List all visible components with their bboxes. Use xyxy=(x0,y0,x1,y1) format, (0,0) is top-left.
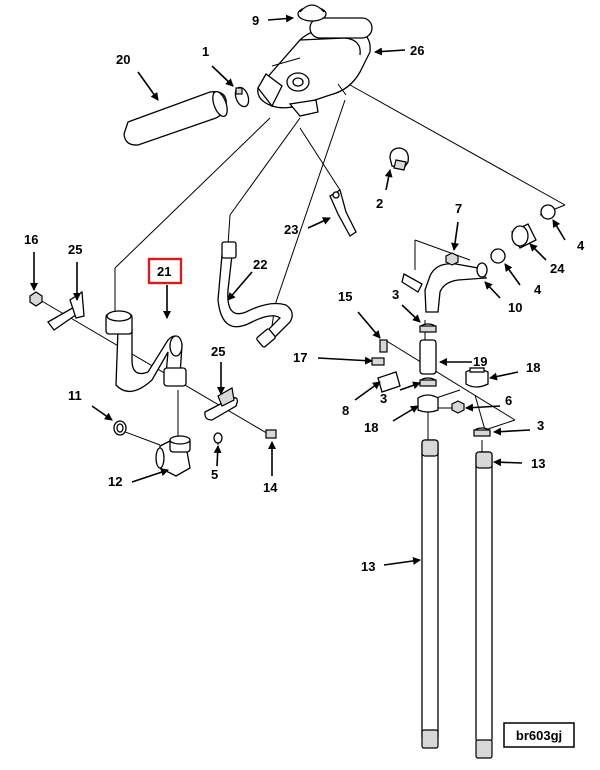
oring-5 xyxy=(213,432,223,444)
callout-2: 2 xyxy=(376,196,383,211)
callout-13-right: 13 xyxy=(531,456,545,471)
callout-4-lower: 4 xyxy=(534,282,542,297)
hose-19 xyxy=(419,339,437,375)
tube-13-left xyxy=(421,439,439,749)
clamp-3-mid xyxy=(419,377,437,387)
clamp-1 xyxy=(234,86,250,108)
callout-24: 24 xyxy=(550,261,565,276)
bracket-25-lower xyxy=(204,387,238,421)
oring-11 xyxy=(113,420,127,436)
callout-4-upper: 4 xyxy=(577,238,585,253)
callout-8: 8 xyxy=(342,403,349,418)
callout-7: 7 xyxy=(455,201,462,216)
callout-arrows xyxy=(30,14,566,566)
callout-3-upper: 3 xyxy=(392,287,399,302)
hose-22 xyxy=(217,241,293,348)
callout-23: 23 xyxy=(284,222,298,237)
callout-25-left: 25 xyxy=(68,242,82,257)
callout-17: 17 xyxy=(293,350,307,365)
hose-10 xyxy=(401,262,488,313)
callout-21: 21 xyxy=(157,264,171,279)
tube-13-right xyxy=(475,451,493,759)
callout-22: 22 xyxy=(253,257,267,272)
callout-13-left: 13 xyxy=(361,559,375,574)
callout-18-right: 18 xyxy=(526,360,540,375)
connection-lines xyxy=(39,84,566,455)
bracket-25-left xyxy=(47,290,85,331)
clamp-3-upper xyxy=(419,323,437,333)
fitting-14 xyxy=(265,429,277,439)
callout-16: 16 xyxy=(24,232,38,247)
elbow-12 xyxy=(155,435,191,477)
cap-9 xyxy=(297,4,327,22)
callout-19: 19 xyxy=(473,354,487,369)
clip-8 xyxy=(377,371,401,393)
callout-3-mid: 3 xyxy=(380,391,387,406)
hose-20 xyxy=(123,90,228,146)
callout-15: 15 xyxy=(338,289,352,304)
callout-26: 26 xyxy=(410,43,424,58)
clamp-4-upper xyxy=(540,204,556,220)
callout-12: 12 xyxy=(108,474,122,489)
bracket-23 xyxy=(329,189,357,237)
nut-6 xyxy=(451,400,465,414)
bolt-15 xyxy=(379,339,388,353)
callout-21-highlight-box xyxy=(147,257,183,285)
clamp-18-right xyxy=(465,367,489,388)
callout-14: 14 xyxy=(263,480,278,495)
callout-25-lower: 25 xyxy=(211,344,225,359)
muffler-26 xyxy=(257,17,373,117)
clamp-4-lower xyxy=(490,248,506,264)
clamp-3-right xyxy=(473,427,491,437)
bolt-17 xyxy=(371,357,385,366)
nut-7 xyxy=(445,252,459,266)
callout-1: 1 xyxy=(202,44,209,59)
hose-21 xyxy=(105,310,187,392)
figure-id: br603gj xyxy=(516,728,562,743)
adapter-24 xyxy=(511,223,537,249)
callout-10: 10 xyxy=(508,300,522,315)
callout-3-right: 3 xyxy=(537,418,544,433)
callout-18-left: 18 xyxy=(364,420,378,435)
clamp-18-left xyxy=(417,394,439,413)
callout-labels: 9 1 20 26 2 23 7 4 24 4 10 3 15 17 19 18… xyxy=(24,13,585,574)
clip-2 xyxy=(389,147,409,171)
nut-16 xyxy=(29,291,43,307)
callout-20: 20 xyxy=(116,52,130,67)
callout-11: 11 xyxy=(68,388,82,403)
figure-id-box: br603gj xyxy=(503,722,575,748)
callout-6: 6 xyxy=(505,393,512,408)
callout-9: 9 xyxy=(252,13,259,28)
callout-5: 5 xyxy=(211,467,218,482)
